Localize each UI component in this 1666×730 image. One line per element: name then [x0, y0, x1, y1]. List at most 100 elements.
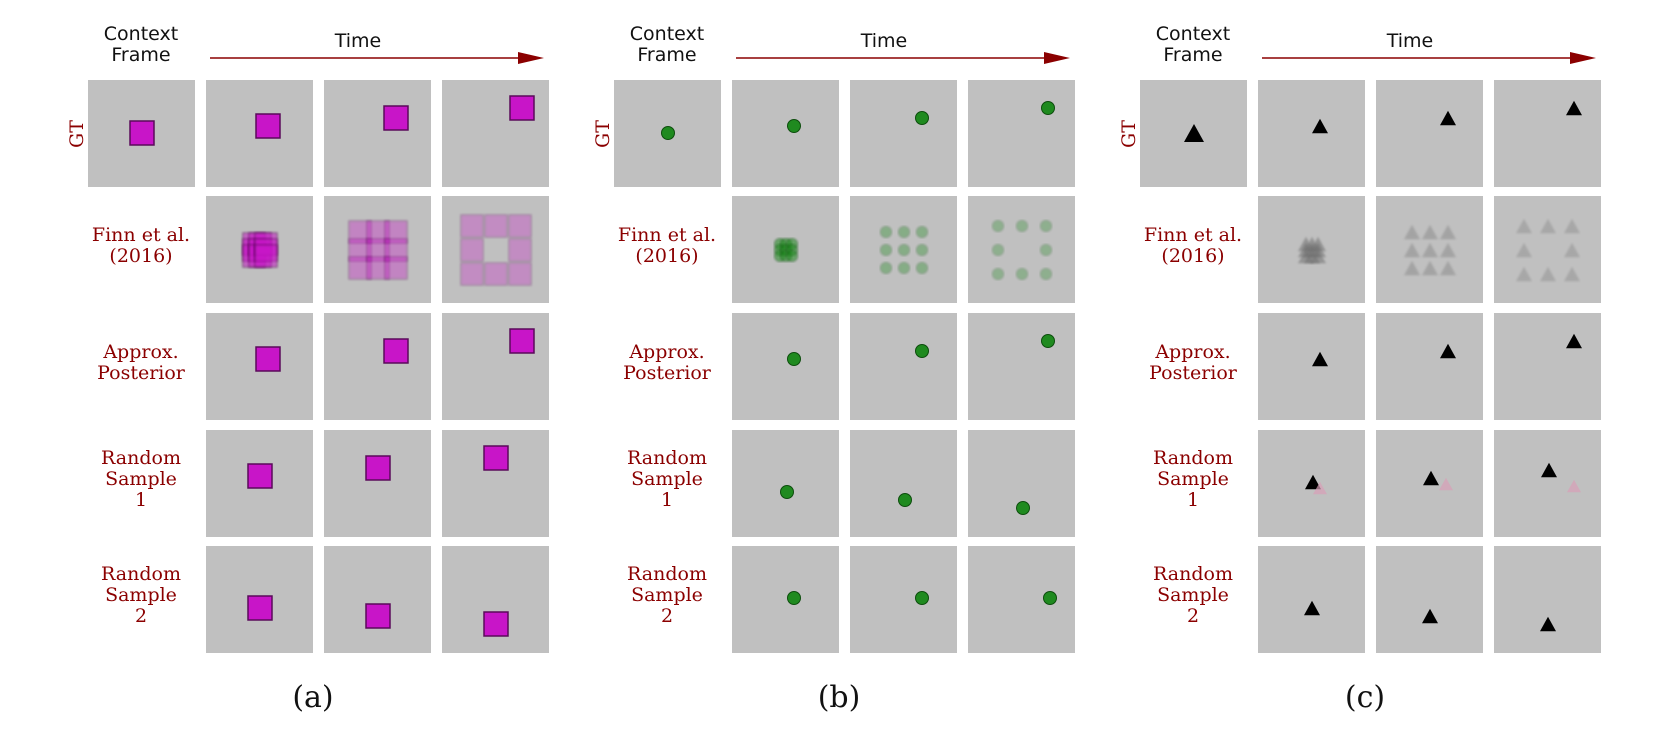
square-icon — [129, 120, 155, 146]
frame-cell-gt-0 — [614, 80, 721, 187]
triangle-icon — [1440, 110, 1456, 126]
frame-cell-gt-2 — [1376, 80, 1483, 187]
square-icon — [509, 95, 535, 121]
frame-cell-approx-1 — [732, 313, 839, 420]
frame-cell-gt-1 — [732, 80, 839, 187]
square-icon — [247, 463, 273, 489]
time-arrow-icon — [736, 52, 1070, 64]
frame-cell-gt-1 — [206, 80, 313, 187]
frame-cell-rs2-2 — [1376, 546, 1483, 653]
square-icon — [460, 214, 532, 286]
circle-icon — [661, 126, 675, 140]
frame-cell-rs1-3 — [1494, 430, 1601, 537]
frame-cell-rs1-2 — [324, 430, 431, 537]
square-icon — [483, 611, 509, 637]
triangle-icon — [1422, 608, 1438, 624]
row-label-approx: Approx.Posterior — [623, 340, 711, 384]
circle-icon — [1041, 334, 1055, 348]
frame-cell-finn-3 — [968, 196, 1075, 303]
triangle-icon — [1566, 333, 1582, 349]
circle-icon — [915, 591, 929, 605]
frame-cell-gt-3 — [1494, 80, 1601, 187]
time-header: Time — [1386, 30, 1434, 52]
triangle-icon — [1184, 124, 1204, 142]
triangle-icon — [1540, 616, 1556, 632]
triangle-icon — [1440, 343, 1456, 359]
circle-icon — [774, 238, 798, 262]
circle-icon — [1041, 101, 1055, 115]
row-label-approx: Approx.Posterior — [1149, 340, 1237, 384]
frame-cell-rs1-1 — [1258, 430, 1365, 537]
row-label-approx: Approx.Posterior — [97, 340, 185, 384]
frame-cell-finn-2 — [1376, 196, 1483, 303]
frame-cell-rs2-3 — [1494, 546, 1601, 653]
frame-cell-gt-0 — [88, 80, 195, 187]
frame-cell-rs1-3 — [442, 430, 549, 537]
square-icon — [365, 603, 391, 629]
frame-cell-finn-3 — [442, 196, 549, 303]
circle-icon — [780, 485, 794, 499]
frame-cell-gt-2 — [850, 80, 957, 187]
frame-cell-approx-3 — [968, 313, 1075, 420]
row-label-finn: Finn et al.(2016) — [1143, 223, 1243, 267]
triangle-icon — [1423, 470, 1453, 491]
panel-caption: (a) — [292, 680, 334, 715]
circle-icon — [992, 220, 1052, 280]
frame-cell-gt-1 — [1258, 80, 1365, 187]
triangle-icon — [1312, 351, 1328, 367]
square-icon — [255, 346, 281, 372]
square-icon — [383, 105, 409, 131]
frame-cell-rs2-1 — [732, 546, 839, 653]
panel-caption: (b) — [817, 680, 861, 715]
circle-icon — [1016, 501, 1030, 515]
frame-cell-finn-2 — [850, 196, 957, 303]
frame-cell-approx-3 — [442, 313, 549, 420]
frame-cell-gt-3 — [968, 80, 1075, 187]
frame-cell-approx-2 — [324, 313, 431, 420]
frame-cell-rs1-1 — [206, 430, 313, 537]
triangle-icon — [1304, 600, 1320, 616]
frame-cell-rs2-3 — [968, 546, 1075, 653]
frame-cell-finn-3 — [1494, 196, 1601, 303]
square-icon — [483, 445, 509, 471]
frame-cell-rs1-1 — [732, 430, 839, 537]
row-label-finn: Finn et al.(2016) — [617, 223, 717, 267]
square-icon — [247, 595, 273, 621]
circle-icon — [898, 493, 912, 507]
circle-icon — [787, 352, 801, 366]
frame-cell-rs2-2 — [324, 546, 431, 653]
square-icon — [383, 338, 409, 364]
frame-cell-approx-1 — [206, 313, 313, 420]
frame-cell-finn-1 — [206, 196, 313, 303]
panel-caption: (c) — [1344, 680, 1386, 715]
circle-icon — [787, 591, 801, 605]
frame-cell-rs2-1 — [1258, 546, 1365, 653]
circle-icon — [880, 226, 928, 274]
time-arrow-icon — [210, 52, 544, 64]
frame-cell-gt-2 — [324, 80, 431, 187]
circle-icon — [915, 344, 929, 358]
triangle-icon — [1298, 236, 1326, 264]
frame-cell-rs2-3 — [442, 546, 549, 653]
time-header: Time — [334, 30, 382, 52]
triangle-icon — [1305, 474, 1327, 495]
triangle-icon — [1516, 218, 1580, 282]
frame-cell-gt-3 — [442, 80, 549, 187]
frame-cell-approx-2 — [1376, 313, 1483, 420]
frame-cell-approx-2 — [850, 313, 957, 420]
frame-cell-finn-1 — [1258, 196, 1365, 303]
frame-cell-finn-2 — [324, 196, 431, 303]
frame-cell-rs1-2 — [850, 430, 957, 537]
triangle-icon — [1312, 118, 1328, 134]
circle-icon — [915, 111, 929, 125]
panel-3 — [0, 0, 520, 730]
square-icon — [365, 455, 391, 481]
